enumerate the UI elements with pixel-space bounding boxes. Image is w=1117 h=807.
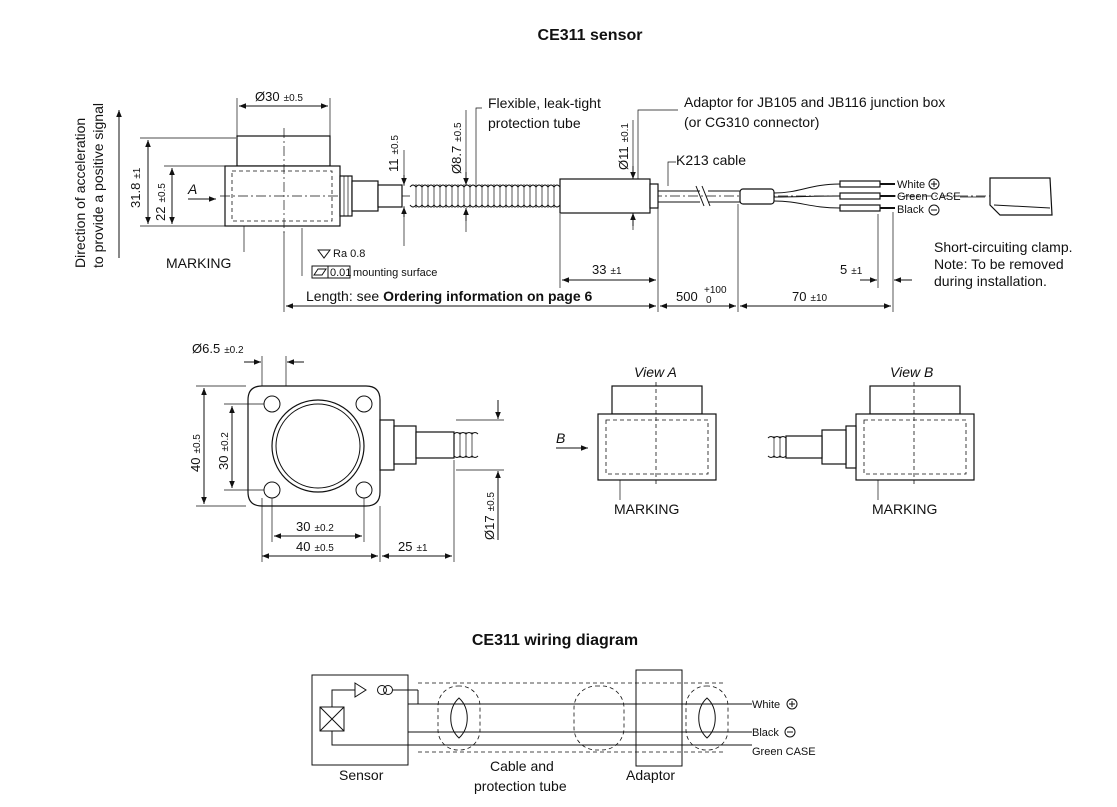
side-view: Direction of acceleration to provide a p… <box>72 89 1073 312</box>
wiring-adaptor-box <box>635 669 683 767</box>
dim-5: 5±1 <box>840 262 863 277</box>
dim-22: 22±0.5 <box>153 183 168 221</box>
dim-hole: Ø6.5±0.2 <box>192 341 244 356</box>
clamp-label-1: Short-circuiting clamp. <box>934 239 1073 255</box>
wire-white-label: White <box>897 179 925 191</box>
sensor-cap <box>236 135 331 167</box>
dim-33: 33±1 <box>592 262 622 277</box>
view-a: View A MARKING B <box>556 364 717 517</box>
dim-30-horizontal: 30±0.2 <box>296 519 334 534</box>
wiring-diagram: White Black Green CASE Sensor Cable and … <box>311 669 816 794</box>
wiring-adaptor-label: Adaptor <box>626 767 675 783</box>
protection-tube <box>409 184 561 208</box>
view-a-marker: A <box>187 181 197 197</box>
dim-500-tol-up: +100 <box>704 285 727 296</box>
wiring-black-label: Black <box>752 727 779 739</box>
wiring-cable-label-2: protection tube <box>474 778 567 794</box>
dim-11-adaptor: Ø11±0.1 <box>616 123 631 170</box>
wiring-title: CE311 wiring diagram <box>472 632 638 649</box>
tube-label-2: protection tube <box>488 115 581 131</box>
flatness-value: 0.01 <box>330 267 351 279</box>
dim-40-vertical: 40±0.5 <box>188 434 203 472</box>
view-a-cap <box>611 385 703 415</box>
clamp-label-2: Note: To be removed <box>934 256 1064 272</box>
adaptor-body <box>559 178 651 214</box>
wiring-green-label: Green CASE <box>752 746 816 758</box>
clamp-label-3: during installation. <box>934 273 1047 289</box>
wiring-sensor-label: Sensor <box>339 767 384 783</box>
top-view: Ø6.5±0.2 40±0.5 30±0.2 <box>188 341 504 562</box>
dim-30: Ø30±0.5 <box>255 89 303 104</box>
view-b-title: View B <box>890 364 933 380</box>
dim-500: 500 <box>676 289 698 304</box>
cable-sleeve <box>739 188 775 205</box>
ra-label: Ra 0.8 <box>333 248 365 260</box>
view-a-title: View A <box>634 364 677 380</box>
dim-17: Ø17±0.5 <box>482 492 497 540</box>
direction-label-1: Direction of acceleration <box>72 118 88 268</box>
dim-70: 70±10 <box>792 289 828 304</box>
wire-black-label: Black <box>897 204 924 216</box>
direction-label-2: to provide a positive signal <box>90 103 106 268</box>
adaptor-label-1: Adaptor for JB105 and JB116 junction box <box>684 94 945 110</box>
dim-11: 11±0.5 <box>386 135 401 172</box>
adaptor-label-2: (or CG310 connector) <box>684 114 819 130</box>
sensor-title: CE311 sensor <box>538 27 643 44</box>
mounting-surface-label: mounting surface <box>353 267 437 279</box>
cable-label: K213 cable <box>676 152 746 168</box>
view-b-cap <box>869 385 961 415</box>
marking-view-a: MARKING <box>614 501 679 517</box>
dim-30-vertical: 30±0.2 <box>216 432 231 470</box>
wiring-cable-label-1: Cable and <box>490 758 554 774</box>
dim-500-tol-low: 0 <box>706 295 712 306</box>
dim-25: 25±1 <box>398 539 428 554</box>
wiring-sensor-box <box>311 674 409 766</box>
sensor-top-circle <box>271 399 365 493</box>
dim-40-horizontal: 40±0.5 <box>296 539 334 554</box>
view-b: View B MARKING <box>767 364 975 517</box>
tube-label-1: Flexible, leak-tight <box>488 95 601 111</box>
marking-side: MARKING <box>166 255 231 271</box>
length-label: Length: see Ordering information on page… <box>306 288 593 304</box>
wiring-white-label: White <box>752 699 780 711</box>
wire-green-label: Green CASE <box>897 191 961 203</box>
dim-8-7: Ø8.7±0.5 <box>449 122 464 174</box>
short-circuiting-clamp <box>989 177 1053 216</box>
dim-31-8: 31.8±1 <box>128 167 143 208</box>
view-b-marker: B <box>556 430 565 446</box>
view-a-body <box>597 413 717 481</box>
view-b-body <box>855 413 975 481</box>
marking-view-b: MARKING <box>872 501 937 517</box>
